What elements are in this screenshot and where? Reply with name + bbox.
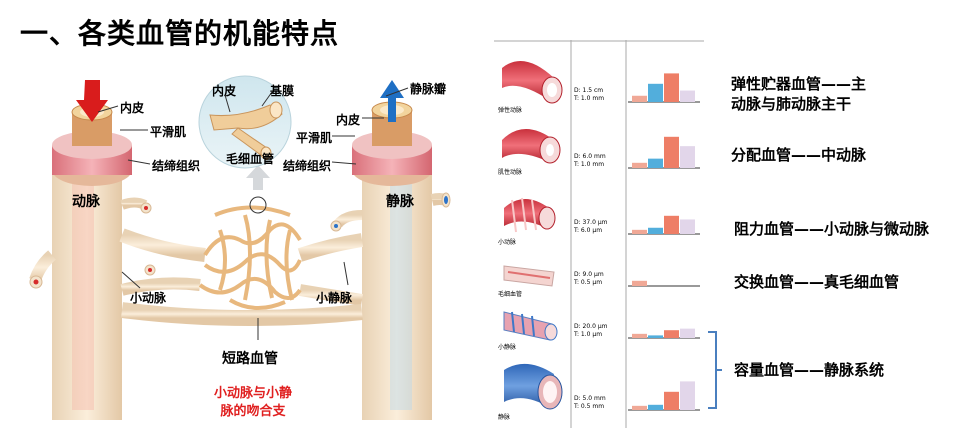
- label-connective-left: 结缔组织: [152, 159, 201, 173]
- bar-3-0: [632, 280, 647, 286]
- vein-trunk: [362, 150, 432, 420]
- distribution-vessels-text: 分配血管——中动脉: [731, 146, 867, 164]
- bar-2-0: [632, 229, 647, 234]
- label-vein: 静脉: [386, 194, 414, 210]
- bar-0-3: [680, 90, 695, 102]
- label-artery: 动脉: [72, 194, 100, 210]
- bar-1-2: [664, 136, 679, 168]
- label-basement: 基膜: [270, 84, 295, 98]
- vessel-network-illustration: [29, 75, 451, 420]
- shunt-vessel: [120, 302, 363, 327]
- elastic-reservoir-vessels-text: 弹性贮器血管——主 动脉与肺动脉主干: [731, 75, 867, 113]
- bar-5-0: [632, 405, 647, 410]
- bar-4-0: [632, 333, 647, 338]
- venous-group-bracket: [708, 331, 722, 409]
- bar-4-3: [680, 328, 695, 338]
- bar-5-2: [664, 391, 679, 410]
- vessel-name-2: 小动脉: [498, 239, 517, 246]
- label-shunt: 短路血管: [222, 351, 278, 367]
- label-smooth-muscle-right: 平滑肌: [296, 131, 333, 145]
- bar-2-2: [664, 215, 679, 234]
- vessel-name-3: 毛细血管: [498, 291, 523, 298]
- vein-illustration: [504, 363, 563, 410]
- bar-4-1: [648, 335, 663, 338]
- capillary-illustration: [503, 265, 555, 287]
- bar-0-0: [632, 95, 647, 102]
- bar-5-3: [680, 381, 695, 410]
- venous-flow-arrow: [380, 80, 404, 122]
- label-capillary: 毛细血管: [226, 152, 275, 166]
- muscular-artery-illustration: [502, 129, 561, 164]
- artery-trunk: [52, 150, 122, 420]
- vessel-name-0: 弹性动脉: [498, 107, 523, 114]
- label-vein-valve: 静脉瓣: [410, 82, 447, 96]
- bar-1-0: [632, 162, 647, 168]
- vessel-property-bars: [628, 73, 700, 411]
- bar-0-2: [664, 73, 679, 102]
- resistance-vessels-text: 阻力血管——小动脉与微动脉: [734, 220, 930, 238]
- label-intima-left: 内皮: [120, 101, 145, 115]
- arteriole-illustration: [504, 197, 556, 233]
- bar-5-1: [648, 404, 663, 410]
- bar-2-1: [648, 227, 663, 234]
- bar-0-1: [648, 83, 663, 102]
- vessel-name-1: 肌性动脉: [498, 169, 523, 176]
- vessel-comparison-graphic: [494, 40, 704, 428]
- shunt-note-line2: 脉的吻合支: [220, 404, 286, 419]
- bar-2-3: [680, 219, 695, 234]
- label-venule: 小静脉: [316, 291, 353, 305]
- elastic-artery-illustration: [502, 60, 563, 104]
- exchange-vessels-text: 交换血管——真毛细血管: [734, 273, 900, 291]
- label-arteriole: 小动脉: [130, 291, 167, 305]
- vessel-name-4: 小静脉: [498, 344, 517, 351]
- bar-4-2: [664, 330, 679, 338]
- blood-vessel-diagram: 内皮 平滑肌 结缔组织 动脉 小动脉 内皮 基膜 毛细血管 静脉瓣 内皮 平滑肌…: [29, 75, 451, 421]
- label-smooth-muscle-left: 平滑肌: [150, 125, 187, 139]
- venule-illustration: [503, 311, 558, 341]
- label-intima-right: 内皮: [336, 113, 361, 127]
- bar-1-3: [680, 146, 695, 168]
- shunt-note: 小动脉与小静 脉的吻合支: [188, 385, 318, 421]
- arterial-flow-arrow: [76, 80, 108, 122]
- vessel-name-5: 静脉: [498, 414, 511, 421]
- capillary-network: [198, 205, 302, 310]
- bar-1-1: [648, 158, 663, 168]
- capacitance-vessels-text: 容量血管——静脉系统: [734, 361, 885, 379]
- shunt-note-line1: 小动脉与小静: [213, 386, 292, 401]
- label-intima-top: 内皮: [212, 84, 237, 98]
- page-title: 一、各类血管的机能特点: [20, 17, 340, 50]
- label-connective-right: 结缔组织: [283, 159, 332, 173]
